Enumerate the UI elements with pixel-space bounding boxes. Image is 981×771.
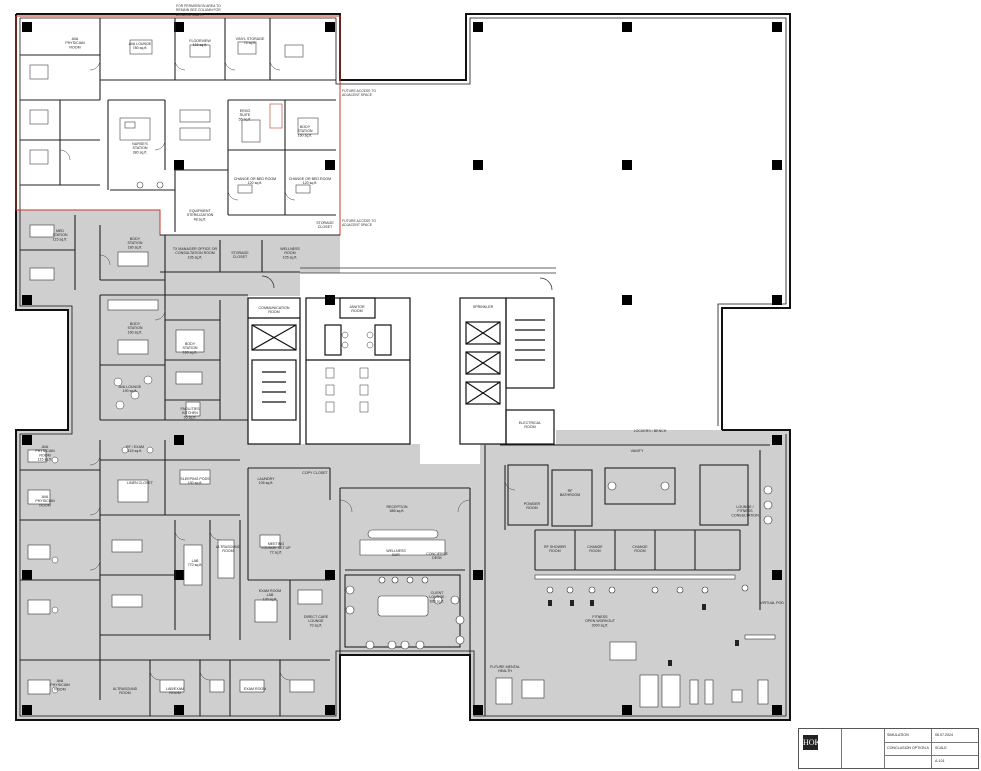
core-right — [459, 297, 555, 445]
furniture-left-wing — [27, 224, 323, 695]
title-block-divider — [931, 729, 932, 768]
room-label: VANITY — [631, 449, 644, 453]
door-swings — [59, 59, 516, 681]
room-label: COPY CLOSET — [302, 471, 328, 475]
furniture-top-zone — [29, 39, 319, 194]
chairs-left-wing — [51, 375, 154, 694]
room-label: LOCKERS / BENCH — [634, 429, 667, 433]
room-label: SPRINKLER — [473, 305, 494, 309]
room-label: EXAM ROOM — [244, 687, 266, 691]
core-voids — [248, 296, 556, 444]
walls-top-zone — [20, 18, 336, 232]
renovation-zone-boundary — [15, 15, 341, 236]
title-block-divider — [841, 729, 842, 768]
room-label: LINEN CLOSET — [127, 481, 154, 485]
structural-columns — [22, 22, 782, 715]
fitness-equipment — [495, 481, 776, 708]
building-outline-inner — [19, 17, 787, 717]
corridor-lines — [261, 267, 556, 291]
project-name: SIMULATION — [887, 733, 909, 737]
title-block-divider — [884, 742, 978, 743]
sheet-date: 06.07.2024 — [935, 733, 953, 737]
fitness-small-marks — [548, 600, 739, 666]
reception-furniture — [345, 529, 465, 650]
title-block-divider — [884, 755, 978, 756]
walls-fitness — [500, 444, 770, 610]
restroom-fixtures — [325, 331, 374, 413]
firm-logo: HOK — [803, 735, 820, 750]
sheet-scale: SCALE — [935, 746, 947, 750]
title-block: HOK SIMULATION CONCLUSION OPTION A 06.07… — [798, 728, 979, 769]
core-left — [247, 297, 411, 445]
sheet-title: CONCLUSION OPTION A — [887, 746, 929, 750]
walls-left-wing — [20, 215, 340, 716]
sheet-number: A-101 — [935, 759, 945, 763]
room-label: VIRTUAL POD — [760, 601, 784, 605]
title-block-divider — [884, 729, 885, 768]
